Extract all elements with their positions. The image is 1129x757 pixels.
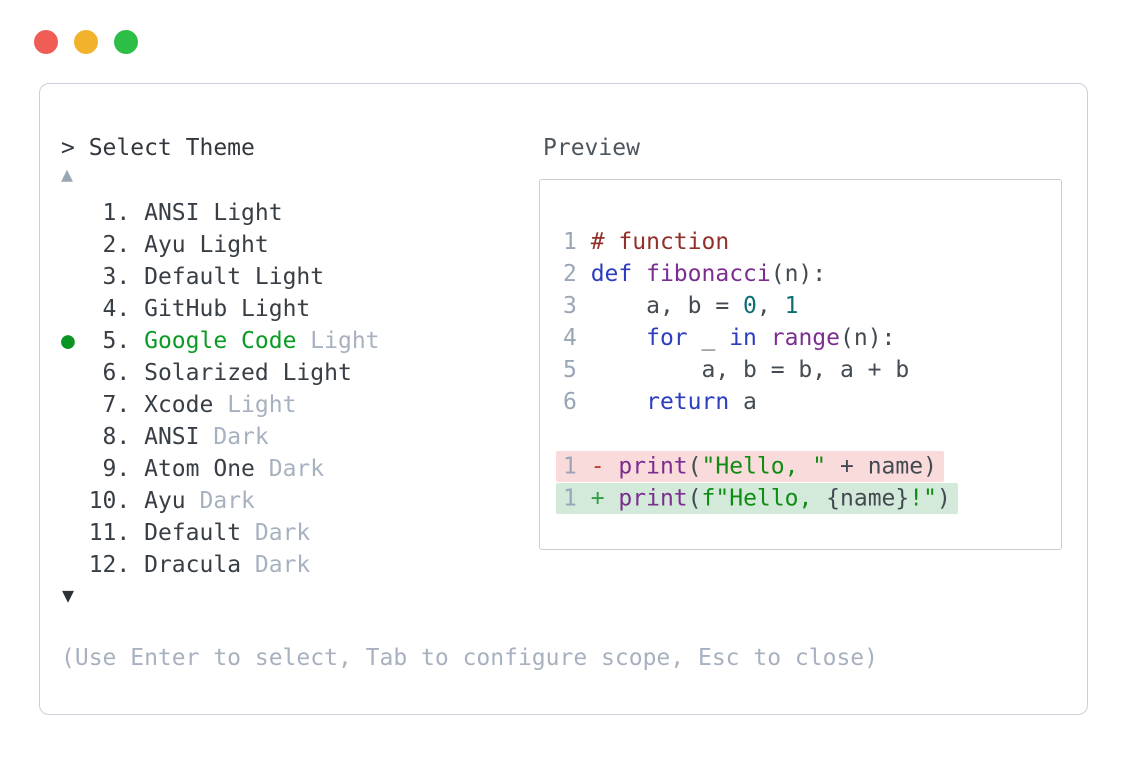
traffic-light-zoom-button[interactable] <box>114 30 138 54</box>
theme-option-number: 4. <box>74 296 145 322</box>
theme-option-1[interactable]: 1. ANSI Light <box>61 197 380 229</box>
theme-option-12[interactable]: 12. Dracula Dark <box>61 549 380 581</box>
scroll-down-icon: ▼ <box>62 583 75 607</box>
theme-option-name: Xcode <box>144 392 214 418</box>
theme-option-variant: Dark <box>199 424 269 450</box>
theme-option-name: ANSI <box>144 424 200 450</box>
theme-option-name: Atom One <box>144 456 255 482</box>
theme-option-number: 8. <box>74 424 145 450</box>
traffic-light-close-button[interactable] <box>34 30 58 54</box>
theme-option-number: 11. <box>74 520 145 546</box>
bullet-placeholder <box>61 232 75 258</box>
code-line-4: 4 for _ in range(n): <box>563 325 896 351</box>
line-number: 4 <box>563 325 591 351</box>
theme-option-name: Dracula <box>144 552 242 578</box>
theme-option-name: GitHub Light <box>144 296 311 322</box>
theme-option-name: Ayu <box>144 488 186 514</box>
theme-option-10[interactable]: 10. Ayu Dark <box>61 485 380 517</box>
theme-option-8[interactable]: 8. ANSI Dark <box>61 421 380 453</box>
bullet-placeholder <box>61 200 75 226</box>
line-number: 3 <box>563 293 591 319</box>
line-number: 1 <box>563 229 591 255</box>
code-preview: 1 # function 2 def fibonacci(n): 3 a, b = … <box>556 226 1061 514</box>
theme-picker-dialog: > Select Theme ▲ 1. ANSI Light 2. Ayu Li… <box>39 83 1088 715</box>
theme-option-name: Default Light <box>144 264 325 290</box>
theme-option-variant: Light <box>296 328 380 354</box>
code-line-3: 3 a, b = 0, 1 <box>563 293 799 319</box>
theme-option-variant: Dark <box>254 456 325 482</box>
theme-option-2[interactable]: 2. Ayu Light <box>61 229 380 261</box>
code-line-1: 1 # function <box>563 229 730 255</box>
help-text: (Use Enter to select, Tab to configure s… <box>61 645 878 671</box>
code-line-6: 6 return a <box>563 389 757 415</box>
diff-removed-line: 1 - print("Hello, " + name) <box>556 450 1061 482</box>
theme-option-variant: Light <box>213 392 297 418</box>
bullet-placeholder <box>61 424 75 450</box>
preview-label: Preview <box>543 135 640 161</box>
theme-option-name: Ayu Light <box>144 232 269 258</box>
code-line-5: 5 a, b = b, a + b <box>563 357 910 383</box>
window-controls <box>34 30 138 54</box>
theme-option-number: 9. <box>74 456 145 482</box>
theme-option-number: 2. <box>74 232 145 258</box>
theme-option-name: ANSI Light <box>144 200 283 226</box>
theme-option-name: Google Code <box>144 328 297 354</box>
theme-option-number: 1. <box>74 200 145 226</box>
bullet-placeholder <box>61 296 75 322</box>
bullet-placeholder <box>61 456 75 482</box>
scroll-up-icon: ▲ <box>61 162 74 186</box>
select-theme-prompt: > Select Theme <box>61 135 255 161</box>
traffic-light-minimize-button[interactable] <box>74 30 98 54</box>
theme-option-number: 6. <box>74 360 145 386</box>
theme-option-variant: Dark <box>185 488 255 514</box>
line-number: 2 <box>563 261 591 287</box>
bullet-placeholder <box>61 392 75 418</box>
theme-option-7[interactable]: 7. Xcode Light <box>61 389 380 421</box>
theme-option-9[interactable]: 9. Atom One Dark <box>61 453 380 485</box>
theme-option-name: Solarized Light <box>144 360 352 386</box>
theme-option-variant: Dark <box>241 552 311 578</box>
theme-option-3[interactable]: 3. Default Light <box>61 261 380 293</box>
blank-line <box>563 418 1061 450</box>
line-number: 1 <box>563 453 591 479</box>
theme-option-6[interactable]: 6. Solarized Light <box>61 357 380 389</box>
theme-option-11[interactable]: 11. Default Dark <box>61 517 380 549</box>
line-number: 5 <box>563 357 591 383</box>
theme-list: 1. ANSI Light 2. Ayu Light 3. Default Li… <box>61 197 380 581</box>
theme-option-4[interactable]: 4. GitHub Light <box>61 293 380 325</box>
theme-option-variant: Dark <box>241 520 311 546</box>
theme-option-number: 3. <box>74 264 145 290</box>
theme-option-number: 7. <box>74 392 145 418</box>
line-number: 6 <box>563 389 591 415</box>
theme-option-name: Default <box>144 520 242 546</box>
theme-option-number: 10. <box>74 488 145 514</box>
bullet-placeholder <box>61 552 75 578</box>
bullet-placeholder <box>61 488 75 514</box>
bullet-placeholder <box>61 360 75 386</box>
preview-pane: 1 # function 2 def fibonacci(n): 3 a, b = … <box>539 179 1062 550</box>
theme-option-number: 12. <box>74 552 145 578</box>
bullet-placeholder <box>61 264 75 290</box>
line-number: 1 <box>563 485 591 511</box>
bullet-placeholder <box>61 520 75 546</box>
diff-added-line: 1 + print(f"Hello, {name}!") <box>556 482 1061 514</box>
selected-indicator-icon: ● <box>61 328 75 354</box>
theme-option-5[interactable]: ● 5. Google Code Light <box>61 325 380 357</box>
theme-option-number: 5. <box>74 328 145 354</box>
code-line-2: 2 def fibonacci(n): <box>563 261 827 287</box>
